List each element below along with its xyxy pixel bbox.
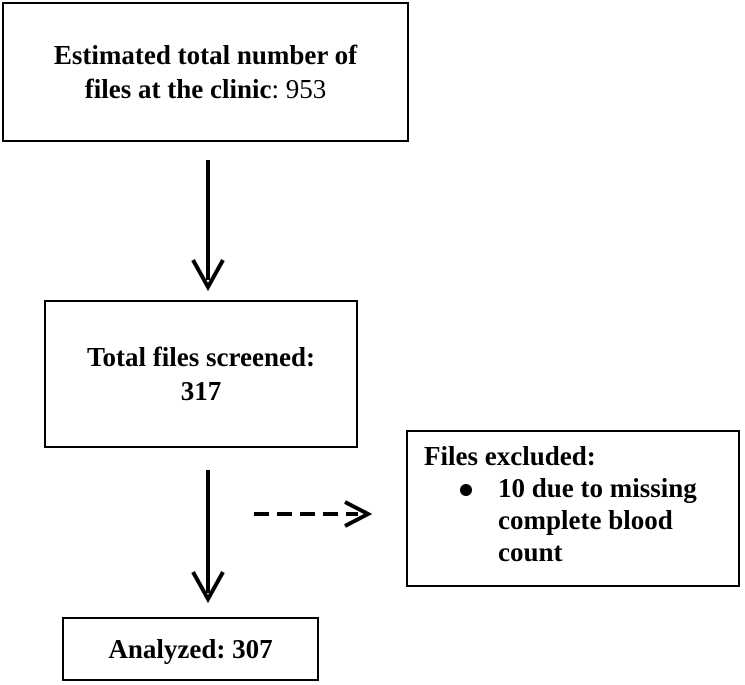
total-files-label-line2: files at the clinic: 953	[85, 72, 326, 106]
total-files-value: 953	[285, 74, 327, 104]
screened-files-value: 317	[180, 376, 222, 406]
screened-files-label: Total files screened:	[87, 342, 315, 372]
total-files-label: files at the clinic	[84, 74, 272, 104]
arrow-total-to-screened	[191, 160, 225, 292]
screened-files-box: Total files screened: 317	[44, 300, 358, 448]
arrow-screened-to-analyzed	[191, 470, 225, 604]
analyzed-files-box: Analyzed: 307	[62, 617, 319, 681]
analyzed-files-label: Analyzed: 307	[108, 634, 273, 664]
total-files-box: Estimated total number of files at the c…	[2, 2, 409, 142]
total-files-label-line1: Estimated total number of	[53, 40, 358, 70]
excluded-files-box: Files excluded: 10 due to missing comple…	[406, 430, 740, 587]
bullet-icon	[460, 484, 472, 496]
total-files-separator: :	[271, 74, 279, 104]
arrow-screened-to-excluded-dashed	[254, 500, 373, 528]
excluded-reason-item: 10 due to missing complete blood count	[498, 473, 697, 567]
excluded-files-title: Files excluded:	[424, 441, 596, 471]
